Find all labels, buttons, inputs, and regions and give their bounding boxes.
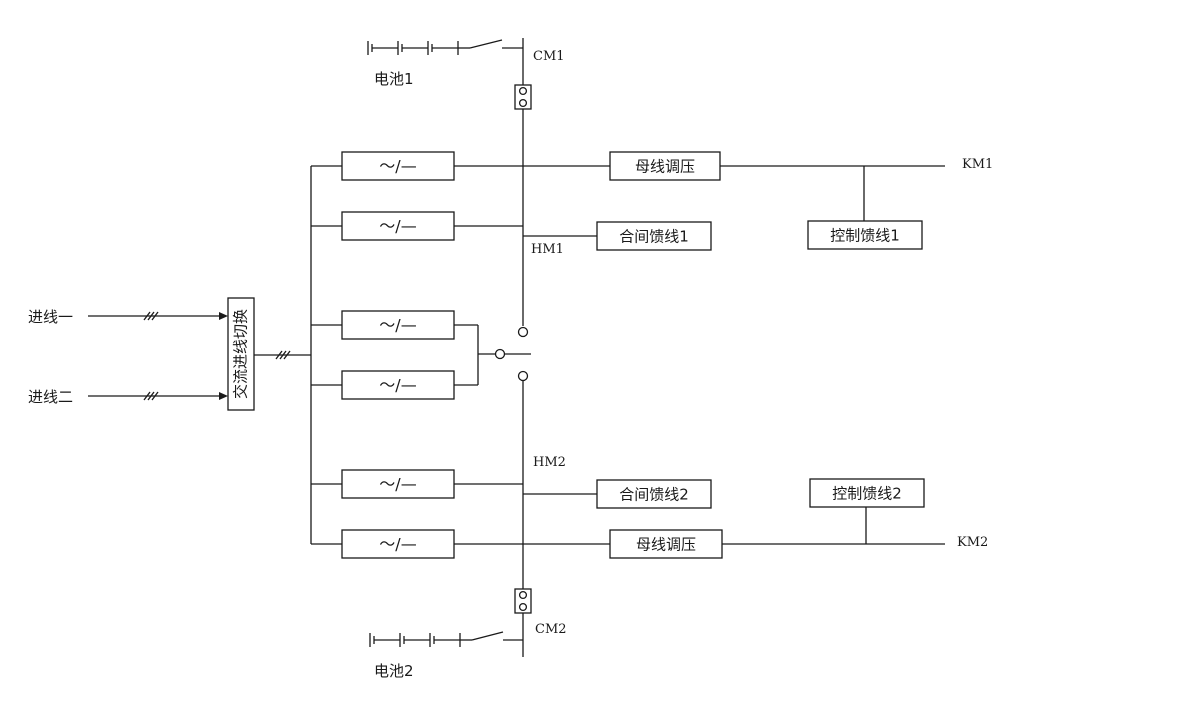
rectifier-symbol: ～/— [379,157,416,176]
closing-feeder-1-label: 合间馈线1 [619,228,689,246]
ac-input-switch-box [227,297,255,411]
input-line-1-label: 进线一 [28,308,73,326]
control-feeder-2-label: 控制馈线2 [832,485,902,503]
fuse-2-icon [514,588,532,614]
hm1-label: HM1 [531,242,564,257]
bus-regulator-1-label: 母线调压 [635,158,695,176]
bus-tie-terminal-2 [517,370,529,382]
input-line-2-arrow-icon [219,392,228,400]
battery-1-icon [367,41,459,55]
input-line-1-arrow-icon [219,312,228,320]
control-feeder-1-box [807,220,923,250]
battery-1-label: 电池1 [374,70,414,88]
battery-1-switch-icon [469,39,503,49]
bus-regulator-2-label: 母线调压 [636,536,696,554]
closing-feeder-1-box [596,221,712,251]
rectifier-module-4: ～/— [341,370,455,400]
battery-2-label: 电池2 [374,662,414,680]
three-phase-mark-icon [143,311,159,321]
bus-tie-terminal-1 [517,326,529,338]
rectifier-symbol: ～/— [379,376,416,395]
battery-2-switch-icon [471,631,504,641]
ac-input-switch-label: 交流进线切换 [232,309,250,399]
rectifier-symbol: ～/— [379,535,416,554]
closing-feeder-2-label: 合间馈线2 [619,486,689,504]
battery-2-icon [369,633,461,647]
rectifier-module-3: ～/— [341,310,455,340]
control-feeder-2-box [809,478,925,508]
three-phase-mark-icon [143,391,159,401]
rectifier-symbol: ～/— [379,217,416,236]
rectifier-module-1: ～/— [341,151,455,181]
control-feeder-1-label: 控制馈线1 [830,227,900,245]
cm2-label: CM2 [535,622,567,637]
closing-feeder-2-box [596,479,712,509]
tie-switch-pivot-icon [494,348,506,360]
km1-label: KM1 [962,157,993,172]
three-phase-mark-icon [275,350,291,360]
rectifier-module-2: ～/— [341,211,455,241]
rectifier-module-5: ～/— [341,469,455,499]
rectifier-module-6: ～/— [341,529,455,559]
bus-regulator-1-box [609,151,721,181]
rectifier-symbol: ～/— [379,475,416,494]
km2-label: KM2 [957,535,988,550]
cm1-label: CM1 [533,49,565,64]
input-line-2-label: 进线二 [28,388,73,406]
rectifier-symbol: ～/— [379,316,416,335]
bus-regulator-2-box [609,529,723,559]
fuse-1-icon [514,84,532,110]
hm2-label: HM2 [533,455,566,470]
